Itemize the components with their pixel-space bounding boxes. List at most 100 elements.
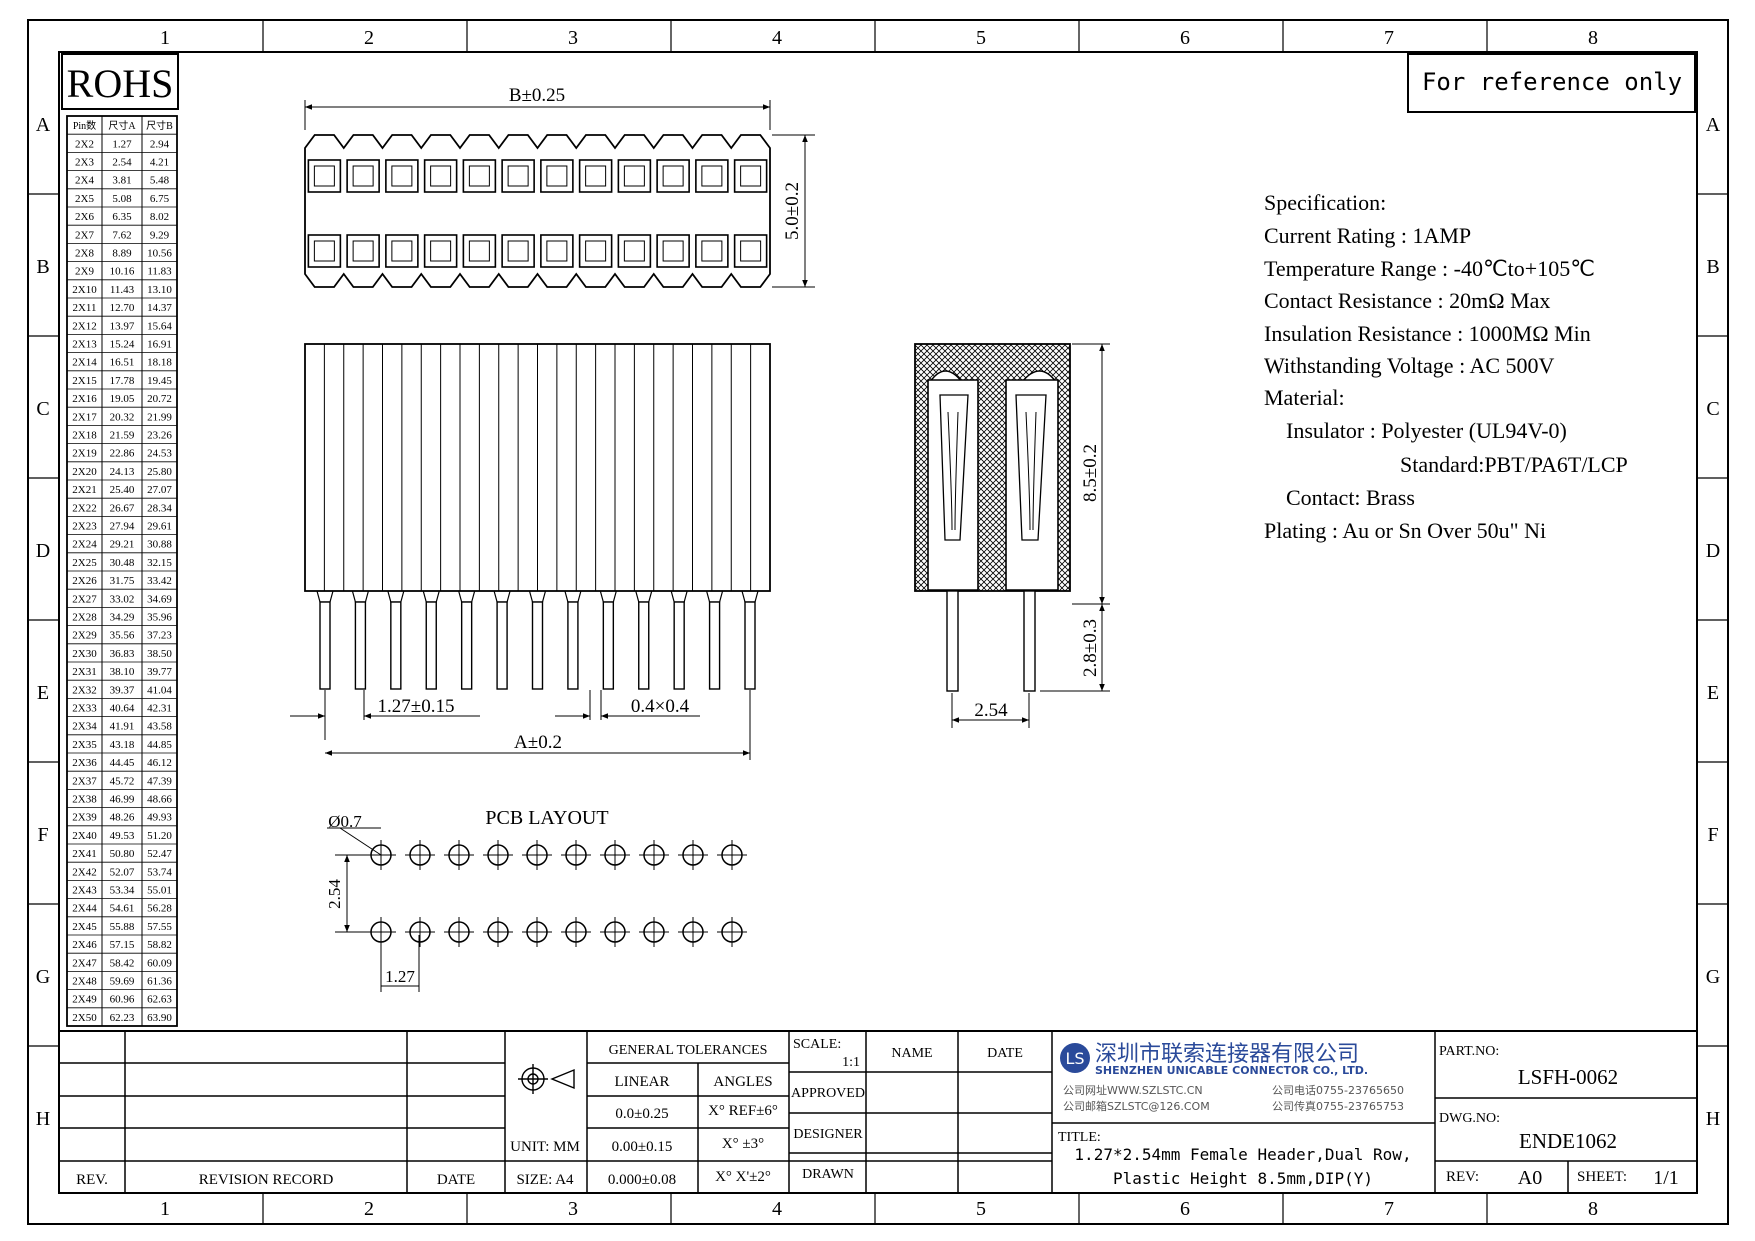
top-view-outline (304, 134, 771, 288)
tolerance-angle: X° ±3° (722, 1136, 764, 1152)
company-logo-icon: LS (1060, 1043, 1090, 1073)
col-label: 4 (772, 27, 782, 49)
table-cell: 2X42 (72, 866, 96, 878)
pin-shoulder (635, 590, 653, 603)
title-block (59, 1030, 1697, 1193)
dim-pin-size: 0.4×0.4 (631, 696, 690, 717)
row-label: C (1706, 398, 1719, 420)
dim-pin-pitch: 1.27±0.15 (378, 696, 455, 717)
pcb-row-spacing: 2.54 (325, 879, 344, 909)
table-cell: 63.90 (147, 1012, 172, 1024)
company-name-cn: 深圳市联索连接器有限公司 (1095, 1042, 1359, 1067)
company-email: 公司邮箱SZLSTC@126.COM (1063, 1099, 1210, 1113)
row-label: H (36, 1108, 50, 1130)
contact-slot (695, 159, 729, 193)
table-cell: 2X20 (72, 466, 97, 478)
table-cell: 53.34 (110, 885, 135, 897)
row-label: F (37, 824, 48, 846)
table-cell: 29.21 (110, 539, 135, 551)
table-cell: 57.15 (110, 939, 135, 951)
table-cell: 31.75 (110, 575, 135, 587)
table-cell: 8.02 (150, 211, 169, 223)
rev-value-label: REV: (1446, 1169, 1479, 1185)
table-cell: 33.42 (147, 575, 172, 587)
table-cell: 2X16 (72, 393, 97, 405)
table-cell: 58.42 (110, 957, 135, 969)
spec-line: Insulation Resistance : 1000MΩ Min (1264, 321, 1591, 346)
contact-slot (733, 234, 768, 268)
title-line-1: 1.27*2.54mm Female Header,Dual Row, (1074, 1145, 1411, 1164)
table-cell: 14.37 (147, 302, 172, 314)
table-cell: 2X34 (72, 721, 97, 733)
col-label: 3 (568, 1198, 578, 1220)
table-cell: 2X37 (72, 775, 97, 787)
row-label: G (36, 966, 50, 988)
pin-tail (602, 601, 615, 690)
contact-slot-inner (740, 165, 762, 187)
dwg-no-value: ENDE1062 (1519, 1129, 1617, 1153)
table-cell: 30.88 (147, 539, 172, 551)
table-cell: 2X41 (72, 848, 96, 860)
table-cell: 2X4 (75, 175, 94, 187)
table-cell: 50.80 (110, 848, 135, 860)
table-cell: 20.72 (147, 393, 172, 405)
table-cell: 60.09 (147, 957, 172, 969)
table-cell: 2X39 (72, 812, 97, 824)
spec-line: Standard:PBT/PA6T/LCP (1400, 452, 1628, 477)
contact-slot-inner (507, 240, 529, 262)
contact-slot-inner (313, 240, 335, 262)
pin-shoulder (564, 590, 582, 603)
contact-slot (695, 234, 729, 268)
table-cell: 2X9 (75, 266, 94, 278)
row-label: A (36, 114, 51, 136)
table-cell: 5.48 (150, 175, 170, 187)
contact-slot-inner (352, 240, 374, 262)
table-cell: 13.10 (147, 284, 172, 296)
table-cell: 55.01 (147, 885, 172, 897)
pcb-hole-diameter: Ø0.7 (328, 812, 362, 831)
tolerance-linear: 0.000±0.08 (608, 1172, 676, 1188)
spec-line: Temperature Range : -40℃to+105℃ (1264, 256, 1595, 281)
contact-slot (307, 159, 342, 193)
table-cell: 36.83 (110, 648, 135, 660)
table-cell: 49.53 (110, 830, 135, 842)
contact-slot (385, 159, 419, 193)
part-no-value: LSFH-0062 (1518, 1065, 1618, 1089)
contact-slot-inner (701, 165, 723, 187)
contact-slot-inner (468, 165, 490, 187)
table-cell: 12.70 (110, 302, 135, 314)
tolerance-angle: X° REF±6° (708, 1103, 778, 1119)
dim-tail-length: 2.8±0.3 (1080, 619, 1101, 677)
table-cell: 44.45 (110, 757, 135, 769)
table-cell: 51.20 (147, 830, 172, 842)
row-dividers (28, 193, 1728, 1047)
table-cell: 8.89 (112, 248, 132, 260)
table-header-cell: 尺寸B (146, 119, 173, 132)
tolerance-linear: 0.00±0.15 (612, 1139, 673, 1155)
contact-slot (423, 159, 458, 193)
table-cell: 2X12 (72, 320, 96, 332)
table-cell: 38.10 (110, 666, 135, 678)
pin-shoulder (741, 590, 759, 603)
contact-slot-inner (546, 165, 568, 187)
pcb-layout (327, 827, 747, 992)
name-label: NAME (891, 1046, 932, 1061)
contact-slot-inner (585, 240, 607, 262)
table-cell: 11.43 (110, 284, 135, 296)
company-info: 深圳市联索连接器有限公司 SHENZHEN UNICABLE CONNECTOR… (1058, 1042, 1679, 1189)
table-cell: 27.94 (110, 521, 135, 533)
contact-slot-inner (623, 240, 645, 262)
linear-label: LINEAR (615, 1074, 670, 1090)
table-cell: 24.53 (147, 448, 172, 460)
table-cell: 2X26 (72, 575, 97, 587)
pin-tail (319, 601, 331, 690)
col-label: 1 (160, 27, 170, 49)
table-cell: 2X33 (72, 703, 97, 715)
table-cell: 2X40 (72, 830, 97, 842)
spec-line: Insulator : Polyester (UL94V-0) (1286, 418, 1567, 443)
table-cell: 2.54 (112, 157, 132, 169)
table-cell: 15.24 (110, 339, 135, 351)
front-view (290, 343, 771, 760)
pin-shoulder (316, 590, 334, 603)
